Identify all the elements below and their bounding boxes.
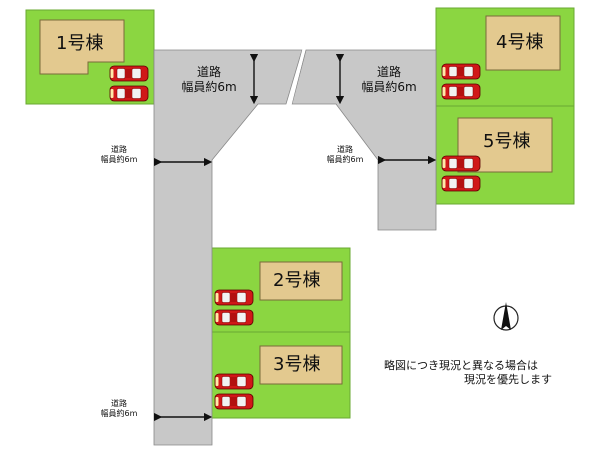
road-label-mid-left: 道路 幅員約6m (92, 146, 146, 164)
road-label-line2: 幅員約6m (361, 80, 417, 94)
house-3 (259, 345, 343, 385)
car-icon (214, 289, 254, 306)
road-label-line2: 幅員約6m (100, 155, 138, 164)
car-icon (441, 155, 481, 172)
house-1 (39, 19, 125, 75)
road-label-mid-right: 道路 幅員約6m (318, 146, 372, 164)
road-label-line1: 道路 (196, 65, 221, 79)
house-4-label: 4号棟 (496, 32, 544, 53)
road-label-line1: 道路 (376, 65, 401, 79)
car-icon (109, 85, 149, 102)
house-1-label: 1号棟 (56, 33, 104, 54)
road-label-top-left: 道路 幅員約6m (168, 66, 250, 93)
car-icon (214, 373, 254, 390)
car-icon (441, 63, 481, 80)
compass-north-icon (493, 302, 519, 331)
road-label-line1: 道路 (337, 145, 353, 154)
road-label-line2: 幅員約6m (100, 409, 138, 418)
road-right (291, 49, 437, 231)
house-2 (259, 261, 343, 301)
road-label-bottom-left: 道路 幅員約6m (92, 400, 146, 418)
house-5-label: 5号棟 (483, 131, 531, 152)
road-width-arrows (153, 53, 437, 422)
house-3-label: 3号棟 (273, 354, 321, 375)
disclaimer-line2: 現況を優先します (464, 373, 552, 386)
car-icon (214, 309, 254, 326)
house-4 (485, 15, 561, 71)
road-break (288, 48, 306, 106)
house-2-label: 2号棟 (273, 270, 321, 291)
road-label-line1: 道路 (111, 145, 127, 154)
car-icon (441, 175, 481, 192)
car-icon (214, 393, 254, 410)
road-label-line2: 幅員約6m (326, 155, 364, 164)
road-label-line2: 幅員約6m (181, 80, 237, 94)
road-label-line1: 道路 (111, 399, 127, 408)
disclaimer-line1: 略図につき現況と異なる場合は (384, 359, 538, 372)
map-disclaimer: 略図につき現況と異なる場合は 現況を優先します (384, 360, 552, 385)
road-left (153, 49, 303, 446)
car-icon (109, 65, 149, 82)
road-label-top-right: 道路 幅員約6m (348, 66, 430, 93)
car-icon (441, 83, 481, 100)
